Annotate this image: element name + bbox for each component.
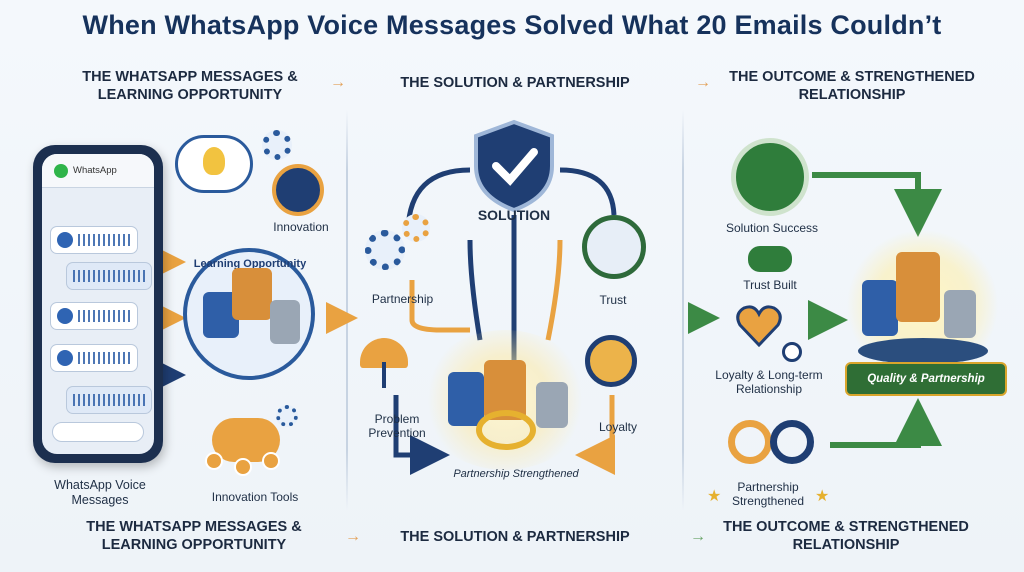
network-icon	[205, 452, 223, 470]
learning-opportunity-label: Learning Opportunity	[193, 258, 307, 270]
gear-icon	[234, 458, 252, 476]
phone-app-title: WhatsApp	[73, 165, 117, 176]
waveform-icon	[78, 310, 131, 322]
play-icon	[57, 350, 73, 366]
header-col1-bottom: THE WHATSAPP MESSAGES & LEARNING OPPORTU…	[86, 519, 302, 554]
header-col3-top: THE OUTCOME & STRENGTHENED RELATIONSHIP	[729, 69, 975, 104]
fuel-filter-icon	[944, 290, 976, 338]
column-divider	[682, 110, 684, 510]
partnership-label: Partnership	[371, 292, 434, 306]
heart-icon	[736, 305, 782, 348]
header-col2-top: THE SOLUTION & PARTNERSHIP	[400, 75, 630, 91]
phone-mockup: WhatsApp	[33, 145, 163, 463]
quality-partnership-banner: Quality & Partnership	[845, 362, 1007, 396]
waveform-icon	[73, 394, 145, 406]
header-col3-bottom: THE OUTCOME & STRENGTHENED RELATIONSHIP	[723, 519, 969, 554]
infinity-icon	[770, 420, 814, 464]
phone-screen: WhatsApp	[42, 154, 154, 454]
arrow-right-icon: →	[695, 74, 711, 91]
arrow-right-icon: →	[330, 74, 346, 91]
loyalty-badge-icon	[585, 335, 637, 387]
arrow-right-icon: →	[690, 528, 706, 545]
header-col2-bottom: THE SOLUTION & PARTNERSHIP	[400, 529, 630, 545]
star-icon: ★	[815, 488, 830, 505]
arrow-right-icon: →	[345, 528, 361, 545]
solution-success-label: Solution Success	[725, 221, 819, 235]
message-input[interactable]	[52, 422, 144, 442]
fuel-filter-icon	[270, 300, 300, 344]
play-icon	[57, 232, 73, 248]
oil-filter-icon	[448, 372, 484, 426]
loyalty-label: Loyalty	[598, 420, 638, 434]
fuel-filter-icon	[536, 382, 568, 428]
whatsapp-icon	[54, 163, 68, 178]
clock-icon	[782, 342, 802, 362]
shield-check-icon	[474, 119, 554, 213]
waveform-icon	[78, 352, 131, 364]
trophy-growth-icon	[731, 138, 809, 216]
voice-message[interactable]	[50, 302, 138, 330]
gear-icon	[262, 130, 292, 160]
trust-label: Trust	[599, 293, 627, 307]
gear-icon	[276, 405, 298, 427]
solution-label: SOLUTION	[477, 207, 551, 223]
voice-message[interactable]	[50, 226, 138, 254]
innovation-label: Innovation	[273, 220, 329, 234]
innovation-tools-label: Innovation Tools	[211, 490, 299, 504]
partnership-strengthened-label: Partnership Strengthened	[453, 468, 579, 480]
pedestal	[858, 338, 988, 364]
handshake-icon	[748, 246, 792, 272]
voice-message[interactable]	[66, 262, 152, 290]
handshake-gear-icon	[365, 230, 405, 270]
waveform-icon	[73, 270, 145, 282]
voice-message[interactable]	[66, 386, 152, 414]
handshake-gear-icon	[402, 214, 430, 242]
partnership-strengthened-label: Partnership Strengthened	[731, 480, 805, 509]
phone-header: WhatsApp	[42, 154, 154, 188]
page-title: When WhatsApp Voice Messages Solved What…	[82, 10, 942, 40]
play-icon	[57, 308, 73, 324]
loyalty-long-term-label: Loyalty & Long-term Relationship	[715, 368, 823, 397]
lightbulb-icon	[203, 147, 225, 175]
star-icon: ★	[707, 488, 722, 505]
rocket-icon	[272, 164, 324, 216]
problem-prevention-label: Problem Prevention	[368, 412, 426, 441]
trust-built-label: Trust Built	[743, 278, 797, 292]
infinity-icon	[728, 420, 772, 464]
header-col1-top: THE WHATSAPP MESSAGES & LEARNING OPPORTU…	[82, 69, 298, 104]
chain-link-icon	[476, 410, 536, 450]
chart-icon	[262, 452, 280, 470]
oil-filter-icon	[232, 268, 272, 320]
oil-filter-icon	[862, 280, 898, 336]
waveform-icon	[78, 234, 131, 246]
trust-handshake-icon	[582, 215, 646, 279]
oil-filter-icon	[896, 252, 940, 322]
wrench-icon	[382, 362, 386, 388]
phone-caption: WhatsApp Voice Messages	[54, 478, 146, 507]
voice-message[interactable]	[50, 344, 138, 372]
